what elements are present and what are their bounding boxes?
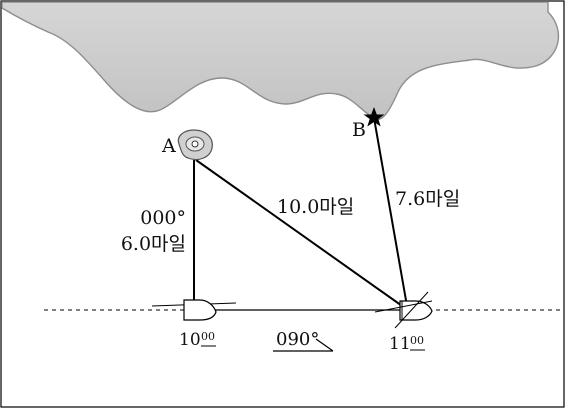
- time-end-min: 00: [410, 334, 424, 347]
- distance-b-label: 7.6마일: [395, 188, 460, 210]
- distance-north-label: 6.0마일: [121, 233, 186, 255]
- bearing-line-b: [373, 117, 408, 307]
- point-a-label: A: [161, 135, 176, 157]
- island-a-icon: [177, 129, 213, 161]
- course-east-label: 090°: [276, 329, 319, 350]
- ship-11-icon: [374, 291, 433, 329]
- distance-diagonal-label: 10.0마일: [277, 196, 354, 218]
- bearing-line-a-diagonal: [195, 159, 406, 309]
- time-end-hour: 11: [389, 334, 411, 354]
- time-start-min: 00: [201, 330, 215, 343]
- course-arrow-icon: [273, 338, 334, 352]
- ship-10-icon: [151, 299, 237, 321]
- time-start-hour: 10: [179, 330, 201, 350]
- coastline-landmass: [1, 1, 560, 121]
- landmark-b-star-icon: [363, 107, 385, 127]
- course-north-label: 000°: [140, 207, 186, 229]
- point-b-label: B: [352, 119, 366, 141]
